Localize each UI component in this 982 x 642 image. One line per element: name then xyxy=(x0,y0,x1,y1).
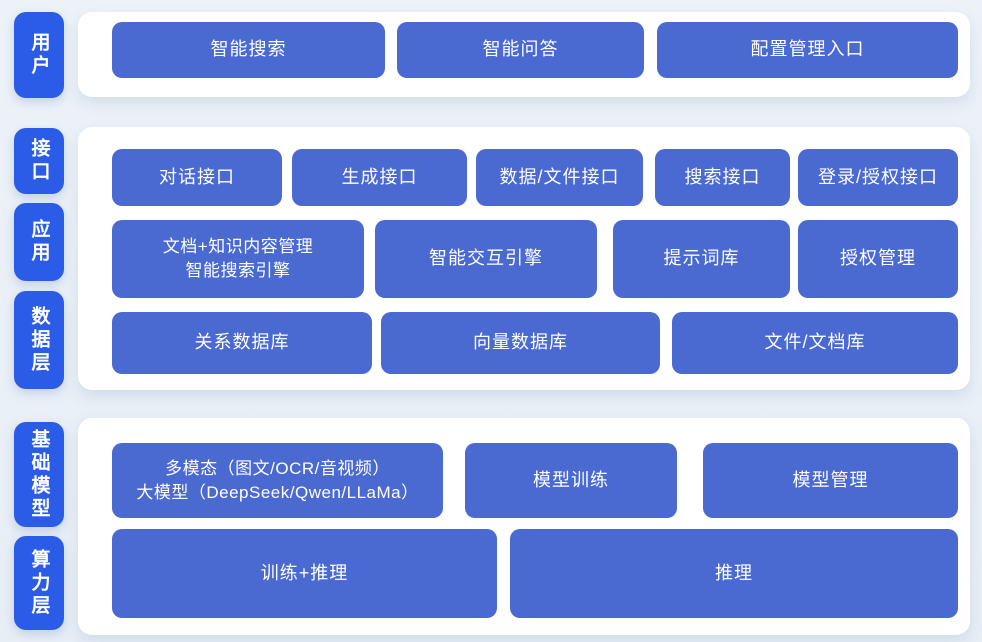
block-prompt-library: 提示词库 xyxy=(613,220,790,298)
sidebar-label-data-layer: 数据层 xyxy=(14,291,64,389)
block-search-api: 搜索接口 xyxy=(655,149,790,206)
block-inference: 推理 xyxy=(510,529,958,618)
block-file-doc-library: 文件/文档库 xyxy=(672,312,958,374)
block-data-file-api: 数据/文件接口 xyxy=(476,149,643,206)
block-model-training: 模型训练 xyxy=(465,443,677,518)
sidebar-label-base-model: 基础模型 xyxy=(14,422,64,527)
block-smart-qa: 智能问答 xyxy=(397,22,644,78)
sidebar-label-interface: 接口 xyxy=(14,128,64,194)
block-smart-search: 智能搜索 xyxy=(112,22,385,78)
block-interaction-engine: 智能交互引擎 xyxy=(375,220,597,298)
block-login-auth-api: 登录/授权接口 xyxy=(798,149,958,206)
sidebar-label-application: 应用 xyxy=(14,203,64,281)
sidebar-label-compute-layer: 算力层 xyxy=(14,536,64,630)
block-training-inference: 训练+推理 xyxy=(112,529,497,618)
block-multimodal-llm: 多模态（图文/OCR/音视频） 大模型（DeepSeek/Qwen/LLaMa） xyxy=(112,443,443,518)
block-generation-api: 生成接口 xyxy=(292,149,467,206)
block-relational-db: 关系数据库 xyxy=(112,312,372,374)
block-auth-management: 授权管理 xyxy=(798,220,958,298)
block-vector-db: 向量数据库 xyxy=(381,312,660,374)
sidebar-label-user: 用户 xyxy=(14,12,64,98)
block-model-management: 模型管理 xyxy=(703,443,958,518)
block-dialog-api: 对话接口 xyxy=(112,149,282,206)
block-config-management-entry: 配置管理入口 xyxy=(657,22,958,78)
block-doc-knowledge-search-engine: 文档+知识内容管理 智能搜索引擎 xyxy=(112,220,364,298)
